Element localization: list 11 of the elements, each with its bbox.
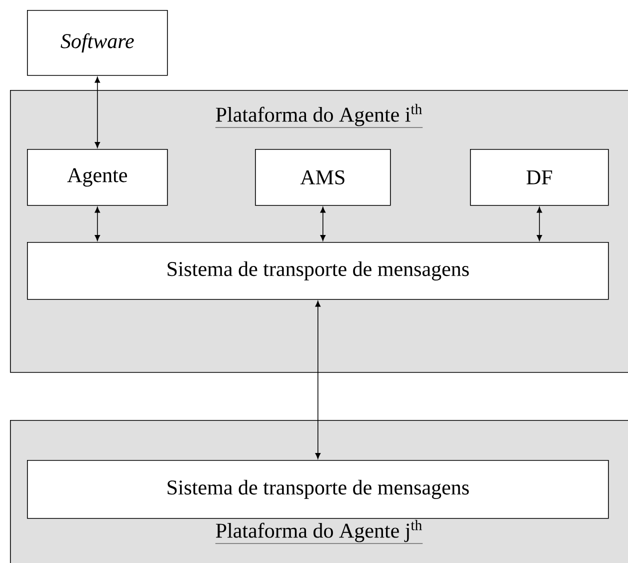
arrow bbox=[94, 206, 100, 241]
arrow bbox=[315, 300, 321, 459]
arrow bbox=[94, 76, 100, 148]
arrow bbox=[536, 206, 542, 241]
agent-box: AMS bbox=[255, 149, 391, 206]
agent-box: Agente bbox=[27, 149, 168, 206]
agent-box: DF bbox=[470, 149, 609, 206]
transport-box: Sistema de transporte de mensagens bbox=[27, 460, 609, 519]
arrow bbox=[320, 206, 326, 241]
software-box: Software bbox=[27, 10, 168, 76]
transport-box: Sistema de transporte de mensagens bbox=[27, 242, 609, 300]
